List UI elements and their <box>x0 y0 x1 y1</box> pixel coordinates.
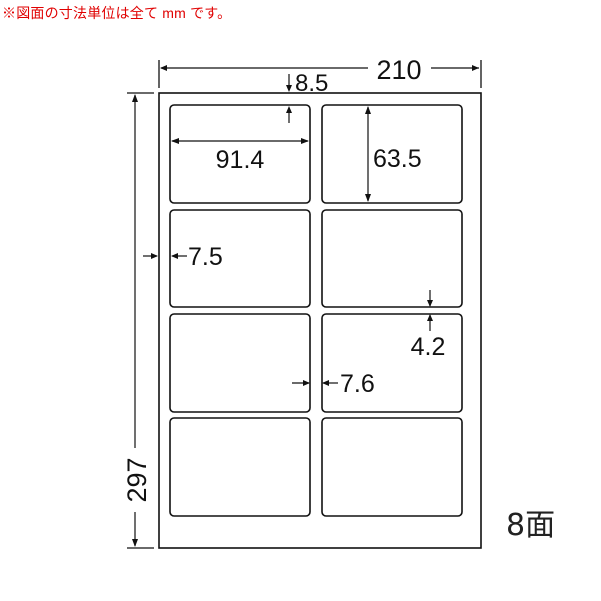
label-r4-c2 <box>321 417 463 517</box>
top-margin-label: 8.5 <box>295 70 328 97</box>
left-margin-dimension: 7.5 <box>143 243 223 271</box>
label-r2-c2 <box>321 209 463 308</box>
label-r3-c2 <box>321 313 463 413</box>
sheet-width-label: 210 <box>376 55 421 85</box>
label-r1-c2 <box>321 104 463 204</box>
width-dimension: 210 <box>158 55 482 88</box>
label-r2-c1 <box>169 209 311 308</box>
label-width-label: 91.4 <box>216 146 265 174</box>
left-margin-label: 7.5 <box>188 243 223 271</box>
vertical-gap-label: 4.2 <box>411 333 446 361</box>
labels-grid <box>169 104 463 517</box>
label-width-dimension: 91.4 <box>171 138 309 174</box>
top-margin-dimension: 8.5 <box>286 70 328 123</box>
label-count: 8面 <box>506 508 556 543</box>
sheet-height-label: 297 <box>122 457 152 502</box>
height-dimension: 297 <box>122 92 154 549</box>
sheet-outline <box>158 92 482 549</box>
label-r3-c1 <box>169 313 311 413</box>
label-r4-c1 <box>169 417 311 517</box>
label-height-label: 63.5 <box>373 145 422 173</box>
horizontal-gap-dimension: 7.6 <box>292 370 375 398</box>
horizontal-gap-label: 7.6 <box>340 370 375 398</box>
label-height-dimension: 63.5 <box>365 106 422 202</box>
vertical-gap-dimension: 4.2 <box>411 290 446 361</box>
unit-note: ※図面の寸法単位は全て mm です。 <box>2 5 232 21</box>
label-r1-c1 <box>169 104 311 204</box>
